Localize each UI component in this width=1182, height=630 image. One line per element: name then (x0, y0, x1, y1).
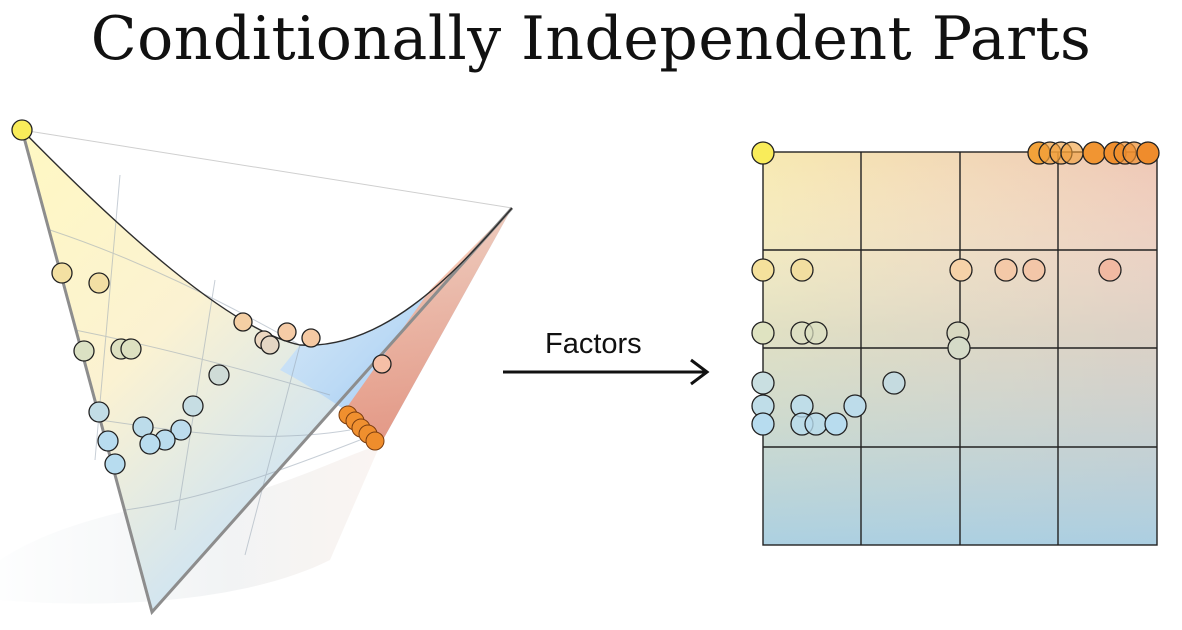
surface-points (11, 119, 392, 475)
right-arrow-icon (503, 358, 710, 386)
page-title: Conditionally Independent Parts (90, 4, 1092, 74)
saddle-right-face (280, 208, 512, 445)
surface-point (182, 395, 204, 417)
grid-point (751, 412, 775, 436)
surface-point (120, 338, 142, 360)
grid-point (1098, 258, 1122, 282)
grid-point (1136, 141, 1160, 165)
surface-point (170, 419, 192, 441)
grid-points (751, 141, 1160, 436)
surface-top-edge (21, 129, 513, 346)
back-edge (21, 129, 513, 209)
grid-point (804, 321, 828, 345)
grid-point (1082, 141, 1106, 165)
surface-point (11, 119, 33, 141)
grid-point (804, 412, 828, 436)
saddle-red-face (345, 208, 512, 445)
orange-cluster (338, 405, 385, 451)
arrow-label: Factors (545, 328, 642, 360)
surface-point (233, 312, 253, 332)
grid-point (751, 258, 775, 282)
grid-point (947, 336, 971, 360)
saddle-sheet (22, 130, 512, 612)
surface-point (365, 431, 385, 451)
grid-point (949, 258, 973, 282)
grid-point (790, 258, 814, 282)
grid-point (1022, 258, 1046, 282)
factor-grid-figure (751, 141, 1160, 546)
surface-point (372, 354, 392, 374)
surface-point (88, 272, 110, 294)
grid-point (751, 321, 775, 345)
grid-point (882, 371, 906, 395)
surface-point (51, 262, 73, 284)
grid-point (994, 258, 1018, 282)
grid-point (824, 412, 848, 436)
surface-point (73, 340, 95, 362)
grid-point (751, 141, 775, 165)
surface-point (97, 430, 119, 452)
grid-point (843, 394, 867, 418)
surface-point (208, 364, 230, 386)
surface-point (139, 433, 161, 455)
grid-point (1060, 141, 1084, 165)
surface-outline (20, 129, 514, 616)
surface-point (301, 328, 321, 348)
surface-point (277, 322, 297, 342)
factors-arrow: Factors (495, 320, 720, 400)
saddle-surface-figure (0, 119, 514, 616)
grid-point (751, 371, 775, 395)
surface-point (88, 401, 110, 423)
surface-point (260, 335, 280, 355)
surface-point (104, 453, 126, 475)
